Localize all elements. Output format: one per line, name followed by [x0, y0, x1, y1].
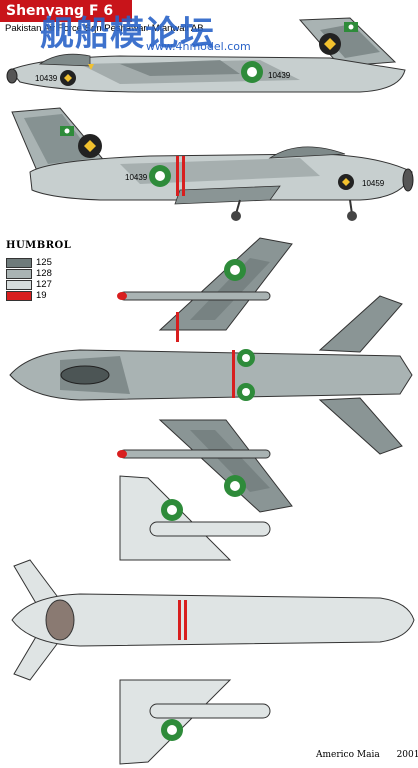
color-swatch: [6, 279, 32, 290]
legend-row: 19: [6, 290, 71, 301]
serial-lower-nose: 10459: [362, 179, 385, 188]
author-credit: Americo Maia 2001: [316, 750, 418, 760]
legend-row: 125: [6, 257, 71, 268]
serial-lower-tail: 10439: [125, 173, 148, 182]
legend-label: 19: [36, 290, 47, 301]
bottom-view: [11, 475, 415, 765]
author-year: 2001: [396, 750, 418, 760]
watermark-text: 舰船模论坛: [40, 14, 215, 54]
author-name: Americo Maia: [316, 750, 380, 760]
color-swatch: [6, 268, 32, 279]
color-swatch: [6, 257, 32, 268]
side-view-upper: [6, 17, 406, 93]
legend-label: 127: [36, 279, 52, 290]
page-title: Shenyang F 6: [0, 0, 132, 22]
serial-upper-nose: 10439: [35, 74, 58, 83]
legend-row: 128: [6, 268, 71, 279]
side-view-lower: [11, 107, 414, 221]
color-swatch: [6, 290, 32, 301]
legend-row: 127: [6, 279, 71, 290]
serial-upper-tail: 10439: [268, 71, 291, 80]
legend-title: HUMBROL: [6, 240, 72, 251]
legend-label: 125: [36, 257, 52, 268]
watermark-url: www.4hmodel.com: [146, 40, 251, 53]
legend-label: 128: [36, 268, 52, 279]
top-view: [9, 237, 413, 513]
unit-subtitle: Pakistan Air Force Sqn Peshawar/ Mianwal…: [5, 23, 204, 34]
